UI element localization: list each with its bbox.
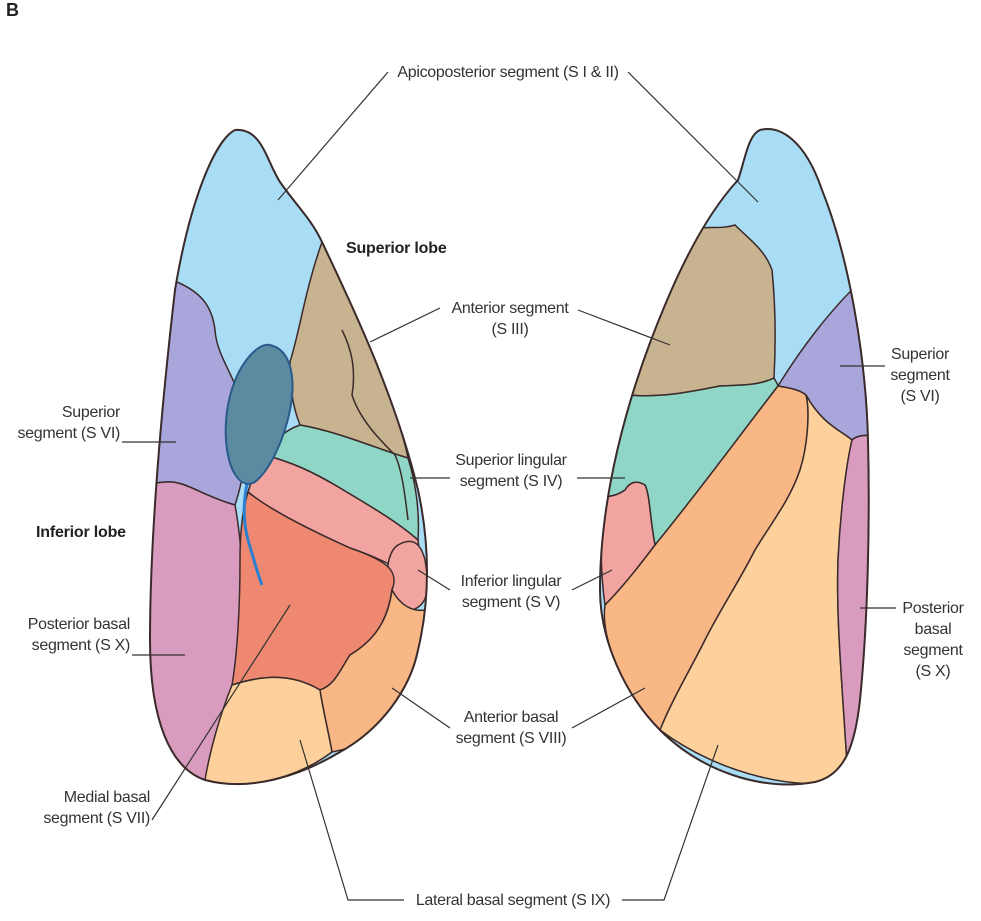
label-line: Anterior segment [451, 300, 569, 317]
label-line: segment [890, 367, 950, 384]
label-line: segment (S VII) [43, 810, 150, 827]
label-line: Medial basal [63, 789, 151, 806]
label-posterior-basal-left: Posterior basal segment (S X) [6, 614, 131, 656]
leader-anterior-left [369, 307, 441, 343]
label-line: segment (S VIII) [455, 730, 567, 747]
leader-ant-basal-right [571, 687, 646, 729]
label-line: segment (S V) [461, 594, 561, 611]
leader-lat-basal-left [299, 739, 404, 901]
leader-apico-right [627, 71, 759, 203]
right-lung-outline [598, 128, 870, 786]
region-anterior-right [626, 224, 776, 397]
label-inferior-lingular: Inferior lingular segment (S V) [448, 571, 574, 613]
heading-superior-lobe: Superior lobe [346, 240, 447, 257]
left-lung-outline [148, 128, 428, 786]
label-line: Posterior basal [27, 616, 131, 633]
label-line: Superior lingular [455, 452, 567, 469]
label-line: Anterior basal [463, 709, 559, 726]
label-line: Apicoposterior segment (S I & II) [397, 64, 619, 81]
label-apicoposterior: Apicoposterior segment (S I & II) [388, 62, 628, 83]
label-superior-lingular: Superior lingular segment (S IV) [444, 450, 578, 492]
label-posterior-basal-right: Posterior basal segment (S X) [894, 598, 972, 682]
label-lateral-basal: Lateral basal segment (S IX) [402, 890, 624, 911]
label-line: (S III) [491, 321, 529, 338]
label-superior-left: Superior segment (S VI) [6, 402, 120, 444]
label-line: segment (S X) [31, 637, 131, 654]
label-line: Inferior lingular [460, 573, 562, 590]
label-superior-right: Superior segment (S VI) [884, 344, 956, 407]
label-line: basal [914, 621, 952, 638]
hilum-left [224, 343, 294, 485]
label-line: (S VI) [900, 388, 940, 405]
label-line: (S X) [915, 663, 951, 680]
label-line: Superior [890, 346, 950, 363]
heading-inferior-lobe: Inferior lobe [36, 524, 126, 541]
oblique-fissure-left [341, 329, 409, 521]
region-lateral-basal-left [204, 676, 333, 785]
label-anterior-segment: Anterior segment (S III) [440, 298, 580, 340]
leader-lines [122, 71, 896, 901]
label-line: segment (S VI) [17, 425, 120, 442]
label-line: segment [903, 642, 963, 659]
label-line: Superior [61, 404, 120, 421]
leader-inf-ling-right [571, 569, 613, 591]
region-posterior-basal-right [836, 434, 869, 785]
leader-apico-left [277, 71, 389, 201]
label-line: Posterior [902, 600, 964, 617]
label-anterior-basal: Anterior basal segment (S VIII) [448, 707, 574, 749]
leader-ant-basal-left [391, 687, 451, 729]
label-medial-basal: Medial basal segment (S VII) [26, 787, 150, 829]
panel-letter: B [6, 0, 19, 20]
label-line: Lateral basal segment (S IX) [415, 892, 611, 909]
leader-anterior-right [577, 309, 671, 346]
leader-medial-basal [151, 604, 291, 821]
leader-lat-basal-right [622, 744, 719, 901]
leader-inf-ling-left [417, 569, 451, 591]
label-line: segment (S IV) [459, 473, 563, 490]
